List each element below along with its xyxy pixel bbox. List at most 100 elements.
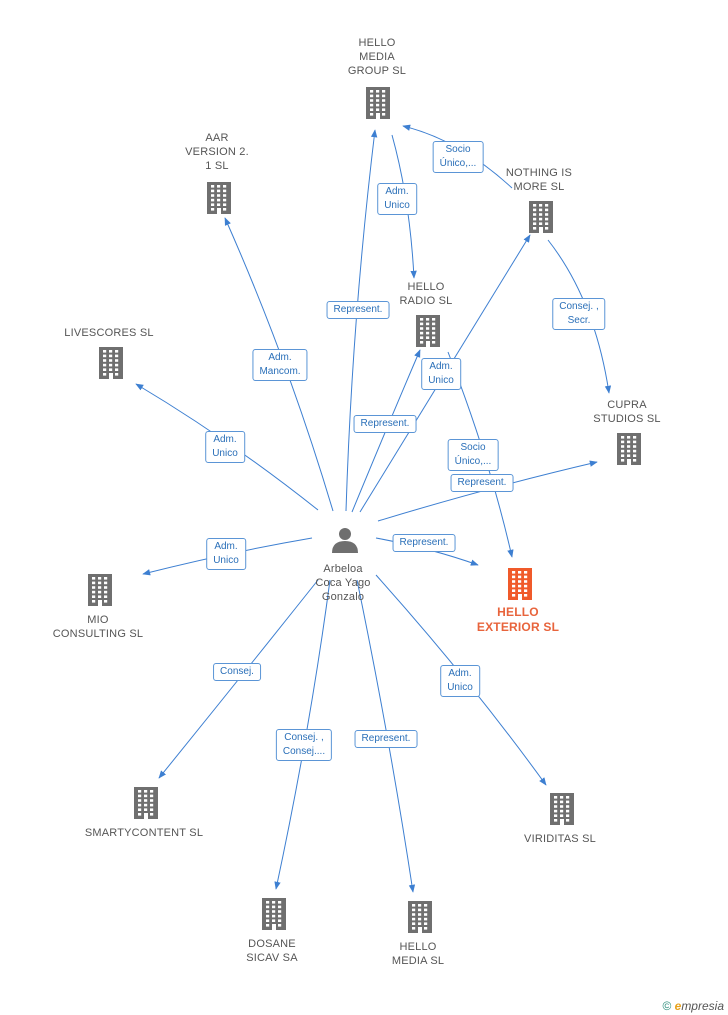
edge-label-line: Socio xyxy=(460,442,486,453)
edge-label-center-to-nothing_is_more[interactable]: Adm. Unico xyxy=(421,358,461,390)
edge-label-center-to-cupra_studios[interactable]: Represent. xyxy=(450,474,514,492)
center-label-line: Arbeloa xyxy=(323,563,363,575)
company-label-line: MEDIA SL xyxy=(391,955,445,967)
brand-logo-text: mpresia xyxy=(681,999,724,1013)
edge-label-line: Adm. xyxy=(214,541,238,552)
company-label-line: GROUP SL xyxy=(347,65,407,77)
company-label-cupra_studios[interactable]: CUPRA STUDIOS SL xyxy=(567,398,687,426)
company-label-livescores[interactable]: LIVESCORES SL xyxy=(49,326,169,340)
building-icon-hello_exterior[interactable] xyxy=(508,568,532,600)
company-label-line: MORE SL xyxy=(513,181,565,193)
footer-credit: © empresia xyxy=(662,999,724,1013)
company-label-line: VERSION 2. xyxy=(185,146,249,158)
company-label-line: SMARTYCONTENT SL xyxy=(84,827,204,839)
company-label-line: CUPRA xyxy=(607,399,647,411)
edge-label-line: Adm. xyxy=(429,361,453,372)
company-label-smartycontent[interactable]: SMARTYCONTENT SL xyxy=(84,826,204,840)
edge-label-center-to-hello_radio[interactable]: Represent. xyxy=(353,415,417,433)
icon-layer xyxy=(88,87,641,933)
building-icon-hello_radio[interactable] xyxy=(416,315,440,347)
company-label-line: HELLO xyxy=(358,37,396,49)
edge-label-line: Consej. , xyxy=(284,732,324,743)
edge-label-line: Unico xyxy=(212,448,238,459)
edge-label-line: Represent. xyxy=(333,304,383,315)
building-icon-cupra_studios[interactable] xyxy=(617,433,641,465)
building-icon-dosane_sicav[interactable] xyxy=(262,898,286,930)
edge-label-center-to-smartycontent[interactable]: Consej. xyxy=(213,663,261,681)
center-label-line: Coca Yago xyxy=(315,577,371,589)
edge-label-center-to-dosane_sicav[interactable]: Consej. , Consej.... xyxy=(275,729,333,761)
company-label-line: AAR xyxy=(205,132,229,144)
company-label-line: MIO xyxy=(87,614,109,626)
company-label-mio_consulting[interactable]: MIO CONSULTING SL xyxy=(38,613,158,641)
edge-label-line: Represent. xyxy=(361,733,411,744)
edge-label-line: Adm. xyxy=(448,668,472,679)
edge-label-hello_media_group-to-hello_radio[interactable]: Adm. Unico xyxy=(377,183,417,215)
edge-label-line: Represent. xyxy=(399,537,449,548)
building-icon-smartycontent[interactable] xyxy=(134,787,158,819)
company-label-hello_media_group[interactable]: HELLO MEDIA GROUP SL xyxy=(317,36,437,78)
edge-label-center-to-hello_media_group[interactable]: Represent. xyxy=(326,301,390,319)
edge-label-center-to-hello_media[interactable]: Represent. xyxy=(354,730,418,748)
edge-label-center-to-viriditas[interactable]: Adm. Unico xyxy=(440,665,480,697)
company-label-line: EXTERIOR SL xyxy=(476,620,560,634)
edge-label-center-to-hello_exterior[interactable]: Represent. xyxy=(392,534,456,552)
edge-label-line: Único,... xyxy=(454,456,492,467)
edge-label-center-to-mio_consulting[interactable]: Adm. Unico xyxy=(206,538,246,570)
company-label-line: HELLO xyxy=(407,281,445,293)
company-label-hello_media[interactable]: HELLO MEDIA SL xyxy=(358,940,478,968)
building-icon-hello_media_group[interactable] xyxy=(366,87,390,119)
company-label-line: VIRIDITAS SL xyxy=(524,833,596,845)
edge-layer xyxy=(135,124,612,893)
edge-label-center-to-livescores[interactable]: Adm. Unico xyxy=(205,431,245,463)
edge-label-line: Represent. xyxy=(360,418,410,429)
company-label-line: DOSANE xyxy=(248,938,296,950)
edge-center-to-hello_media_group xyxy=(345,129,378,512)
building-icon-viriditas[interactable] xyxy=(550,793,574,825)
edge-label-line: Unico xyxy=(428,375,454,386)
edge-label-line: Adm. xyxy=(385,186,409,197)
building-icon-nothing_is_more[interactable] xyxy=(529,201,553,233)
company-label-line: MEDIA xyxy=(359,51,395,63)
company-label-line: SICAV SA xyxy=(246,952,298,964)
edge-label-line: Unico xyxy=(447,682,473,693)
edge-label-line: Socio xyxy=(445,144,471,155)
building-icon-mio_consulting[interactable] xyxy=(88,574,112,606)
edge-label-line: Unico xyxy=(213,555,239,566)
company-label-line: HELLO xyxy=(497,605,539,619)
edge-label-line: Unico xyxy=(384,200,410,211)
person-icon[interactable] xyxy=(332,528,358,553)
company-label-line: NOTHING IS xyxy=(505,167,573,179)
edge-label-line: Mancom. xyxy=(259,366,301,377)
company-label-line: RADIO SL xyxy=(399,295,453,307)
edge-label-line: Consej. , xyxy=(559,301,599,312)
edge-label-nothing_is_more-to-cupra_studios[interactable]: Consej. , Secr. xyxy=(552,298,606,330)
edge-label-line: Secr. xyxy=(567,315,591,326)
company-label-line: HELLO xyxy=(399,941,437,953)
edge-label-line: Adm. xyxy=(268,352,292,363)
building-icon-aar_version[interactable] xyxy=(207,182,231,214)
edge-label-center-to-aar_version[interactable]: Adm. Mancom. xyxy=(252,349,308,381)
company-label-dosane_sicav[interactable]: DOSANE SICAV SA xyxy=(212,937,332,965)
company-label-hello_radio[interactable]: HELLO RADIO SL xyxy=(366,280,486,308)
copyright-symbol: © xyxy=(662,999,672,1013)
company-label-line: STUDIOS SL xyxy=(593,413,661,425)
edge-label-line: Único,... xyxy=(439,158,477,169)
edge-label-line: Adm. xyxy=(213,434,237,445)
brand-logo-initial: e xyxy=(674,999,682,1013)
building-icon-livescores[interactable] xyxy=(99,347,123,379)
edge-label-line: Consej. xyxy=(220,666,254,677)
company-label-viriditas[interactable]: VIRIDITAS SL xyxy=(500,832,620,846)
center-label-line: Gonzalo xyxy=(321,591,365,603)
company-label-line: LIVESCORES SL xyxy=(64,327,154,339)
building-icon-hello_media[interactable] xyxy=(408,901,432,933)
edge-label-line: Consej.... xyxy=(282,746,326,757)
company-label-line: CONSULTING SL xyxy=(52,628,144,640)
company-label-nothing_is_more[interactable]: NOTHING IS MORE SL xyxy=(479,166,599,194)
